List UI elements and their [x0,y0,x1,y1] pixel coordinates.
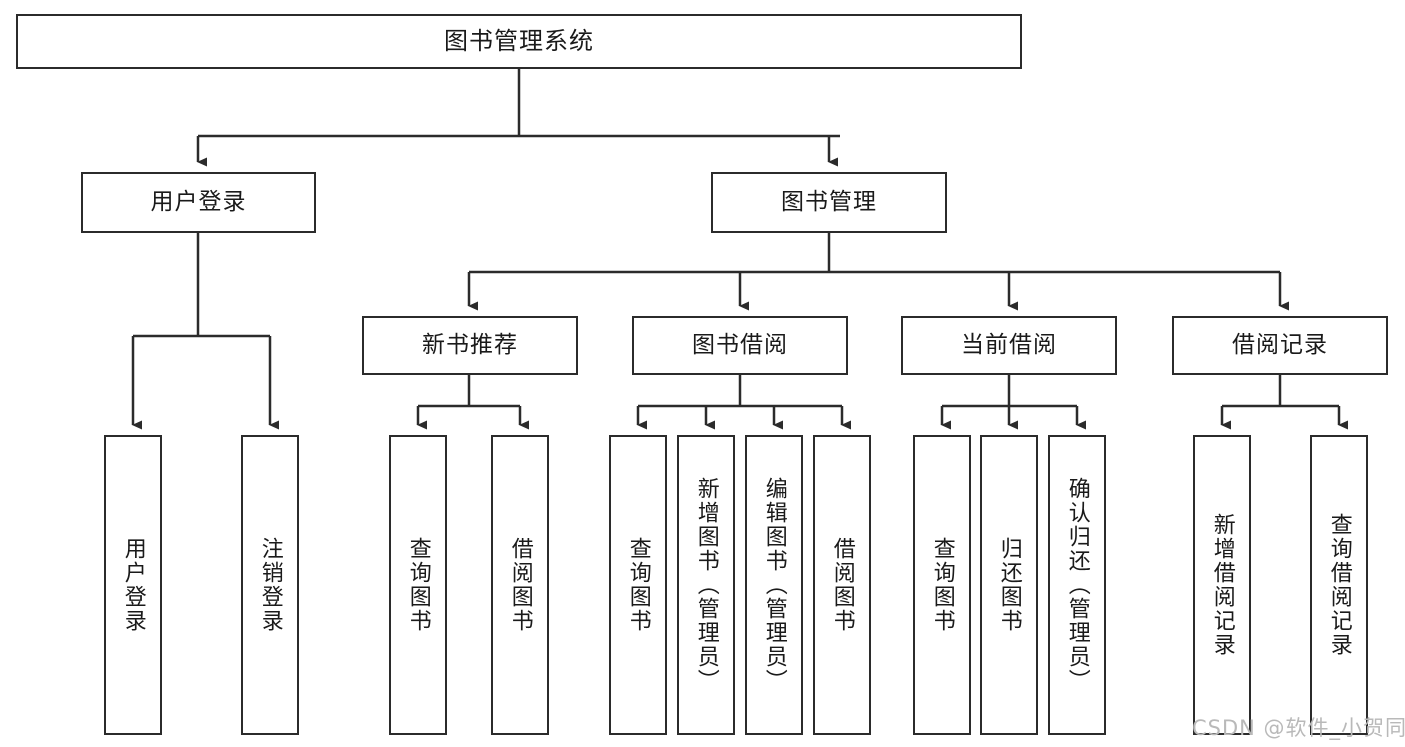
node-leaf-query-book-1[interactable]: 查询图书 [389,435,447,735]
node-leaf-add-book-label: 新增图书（管理员） [693,477,719,693]
node-current-borrow-label: 当前借阅 [961,331,1057,358]
node-root-label: 图书管理系统 [444,27,594,56]
node-leaf-add-book[interactable]: 新增图书（管理员） [677,435,735,735]
node-leaf-edit-book-label: 编辑图书（管理员） [761,477,787,693]
node-leaf-query-book-2[interactable]: 查询图书 [609,435,667,735]
node-leaf-confirm-return-label: 确认归还（管理员） [1064,477,1090,693]
node-leaf-add-record[interactable]: 新增借阅记录 [1193,435,1251,735]
node-root[interactable]: 图书管理系统 [16,14,1022,69]
node-new-book-recommend[interactable]: 新书推荐 [362,316,578,375]
node-leaf-borrow-book-1[interactable]: 借阅图书 [491,435,549,735]
node-leaf-query-book-3-label: 查询图书 [929,537,955,633]
node-leaf-query-record[interactable]: 查询借阅记录 [1310,435,1368,735]
node-leaf-return-book-label: 归还图书 [996,537,1022,633]
node-leaf-confirm-return[interactable]: 确认归还（管理员） [1048,435,1106,735]
node-user-login-label: 用户登录 [150,188,247,215]
node-leaf-user-login-label: 用户登录 [120,537,146,633]
node-book-borrow[interactable]: 图书借阅 [632,316,848,375]
node-book-manage[interactable]: 图书管理 [711,172,947,233]
csdn-watermark: CSDN @软件_小贺同学 [1192,716,1405,740]
node-leaf-edit-book[interactable]: 编辑图书（管理员） [745,435,803,735]
node-leaf-return-book[interactable]: 归还图书 [980,435,1038,735]
node-leaf-borrow-book-1-label: 借阅图书 [507,537,533,633]
node-book-borrow-label: 图书借阅 [692,331,788,358]
node-leaf-query-book-3[interactable]: 查询图书 [913,435,971,735]
node-current-borrow[interactable]: 当前借阅 [901,316,1117,375]
node-leaf-query-record-label: 查询借阅记录 [1326,513,1352,657]
node-leaf-query-book-1-label: 查询图书 [405,537,431,633]
node-leaf-user-logout[interactable]: 注销登录 [241,435,299,735]
node-leaf-borrow-book-2[interactable]: 借阅图书 [813,435,871,735]
node-user-login[interactable]: 用户登录 [81,172,316,233]
node-leaf-user-login[interactable]: 用户登录 [104,435,162,735]
node-borrow-record-label: 借阅记录 [1232,331,1328,358]
node-leaf-user-logout-label: 注销登录 [257,537,283,633]
node-new-book-recommend-label: 新书推荐 [422,331,518,358]
node-borrow-record[interactable]: 借阅记录 [1172,316,1388,375]
node-leaf-query-book-2-label: 查询图书 [625,537,651,633]
node-leaf-add-record-label: 新增借阅记录 [1209,513,1235,657]
node-book-manage-label: 图书管理 [781,188,877,215]
node-leaf-borrow-book-2-label: 借阅图书 [829,537,855,633]
